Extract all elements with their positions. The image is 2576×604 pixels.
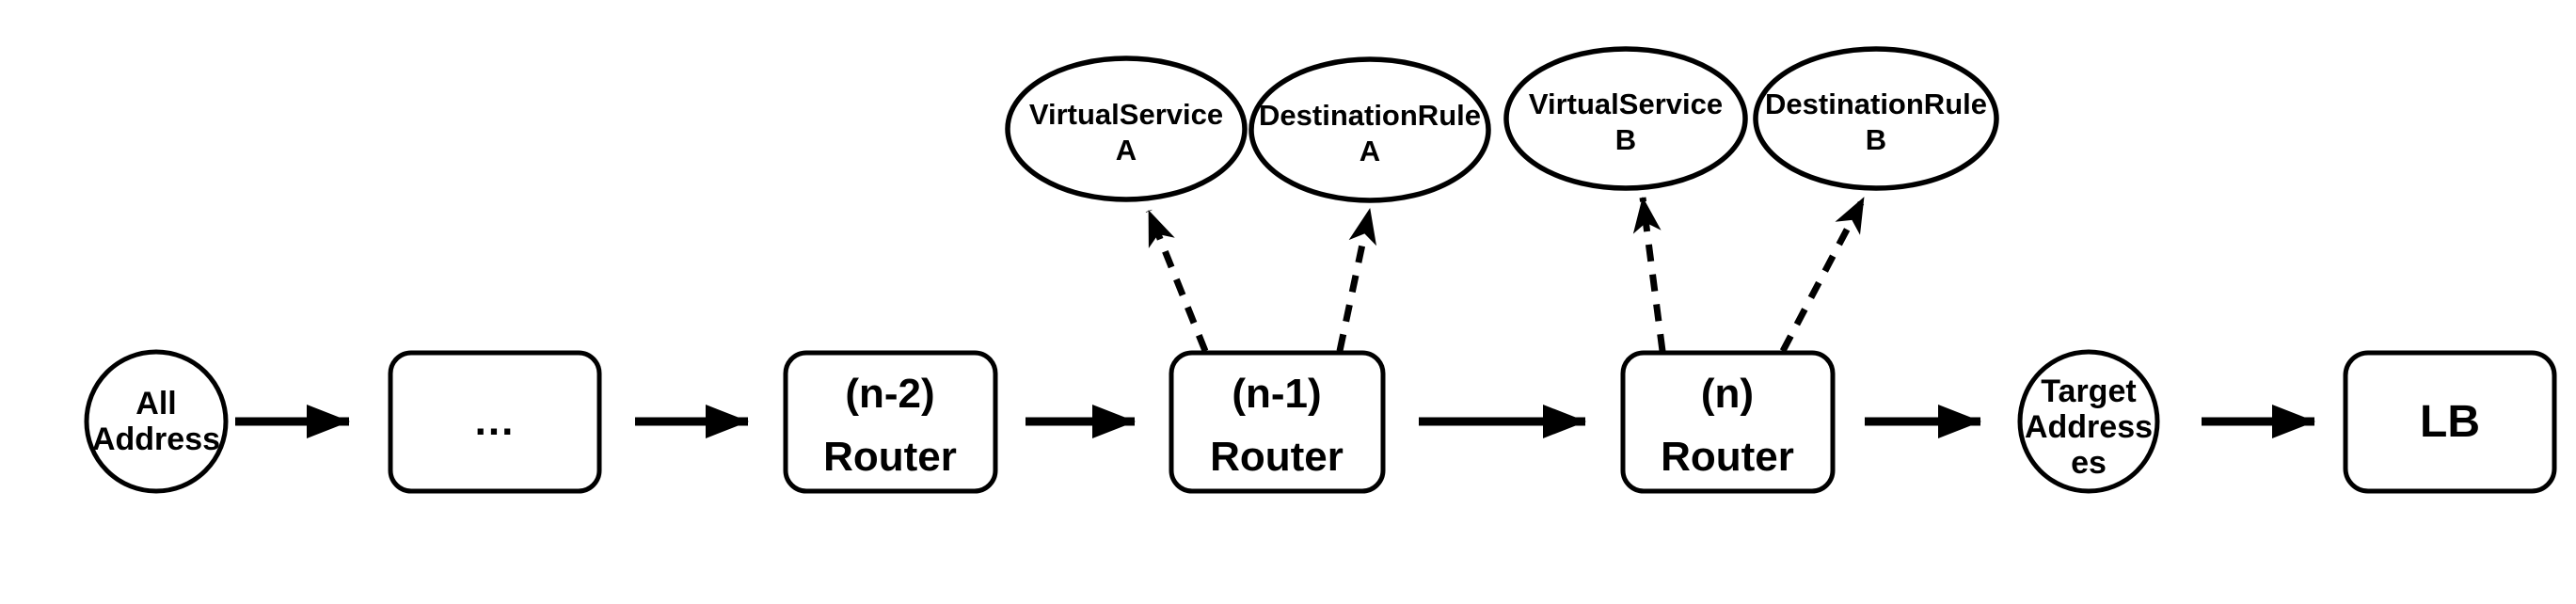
node-virtualservice-b: VirtualService B — [1503, 46, 1748, 191]
dashed-arrow-router-n-to-destinationrule-b — [1779, 196, 1868, 353]
all-address-label-line2: Address — [92, 421, 220, 457]
node-router-n: (n) Router — [1620, 350, 1836, 494]
target-addresses-ellipse — [2017, 349, 2160, 494]
destinationrule-b-ellipse — [1753, 46, 1999, 191]
dashed-arrow-router-n1-to-destinationrule-a — [1336, 208, 1377, 352]
router-n1-label-line1: (n-1) — [1232, 371, 1321, 417]
node-virtualservice-a: VirtualService A — [1005, 56, 1248, 202]
node-lb: LB — [2343, 350, 2557, 494]
router-n-label-line2: Router — [1661, 434, 1794, 480]
node-intermediate: ... — [388, 350, 602, 494]
virtualservice-b-label-line2: B — [1615, 123, 1636, 156]
router-n2-label-line1: (n-2) — [845, 371, 934, 417]
router-n1-label-line2: Router — [1210, 434, 1344, 480]
lb-label: LB — [2420, 397, 2480, 447]
dashed-arrow-router-n-to-virtualservice-b — [1632, 197, 1666, 352]
dashed-arrow-router-n1-to-virtualservice-a — [1145, 209, 1209, 353]
virtualservice-a-ellipse — [1005, 56, 1248, 202]
intermediate-box — [388, 350, 602, 494]
virtualservice-a-label-line2: A — [1116, 134, 1137, 167]
router-n-box — [1620, 350, 1836, 494]
router-n-label-line1: (n) — [1701, 371, 1754, 417]
router-n2-box — [783, 350, 998, 494]
destinationrule-a-label-line2: A — [1360, 135, 1380, 167]
target-addresses-label-line2: Address — [2025, 409, 2153, 445]
intermediate-label: ... — [475, 398, 516, 444]
virtualservice-b-label-line1: VirtualService — [1529, 87, 1723, 120]
node-router-n2: (n-2) Router — [783, 350, 998, 494]
router-n2-label-line2: Router — [823, 434, 957, 480]
router-n1-box — [1169, 350, 1386, 494]
virtualservice-b-ellipse — [1503, 46, 1748, 191]
node-destinationrule-a: DestinationRule A — [1248, 56, 1491, 203]
node-all-address: All Address — [84, 349, 229, 494]
node-target-addresses: Target Address es — [2017, 349, 2160, 494]
lb-box — [2343, 350, 2557, 494]
node-destinationrule-b: DestinationRule B — [1753, 46, 1999, 191]
virtualservice-a-label-line1: VirtualService — [1029, 98, 1223, 131]
all-address-ellipse — [84, 349, 229, 494]
destinationrule-b-label-line1: DestinationRule — [1765, 87, 1987, 120]
node-router-n1: (n-1) Router — [1169, 350, 1386, 494]
all-address-label-line1: All — [135, 386, 176, 421]
destinationrule-b-label-line2: B — [1866, 123, 1886, 156]
target-addresses-label-line3: es — [2071, 445, 2107, 481]
destinationrule-a-label-line1: DestinationRule — [1259, 99, 1481, 132]
target-addresses-label-line1: Target — [2041, 374, 2136, 409]
destinationrule-a-ellipse — [1248, 56, 1491, 203]
config-reference-arrows — [1145, 196, 1868, 353]
